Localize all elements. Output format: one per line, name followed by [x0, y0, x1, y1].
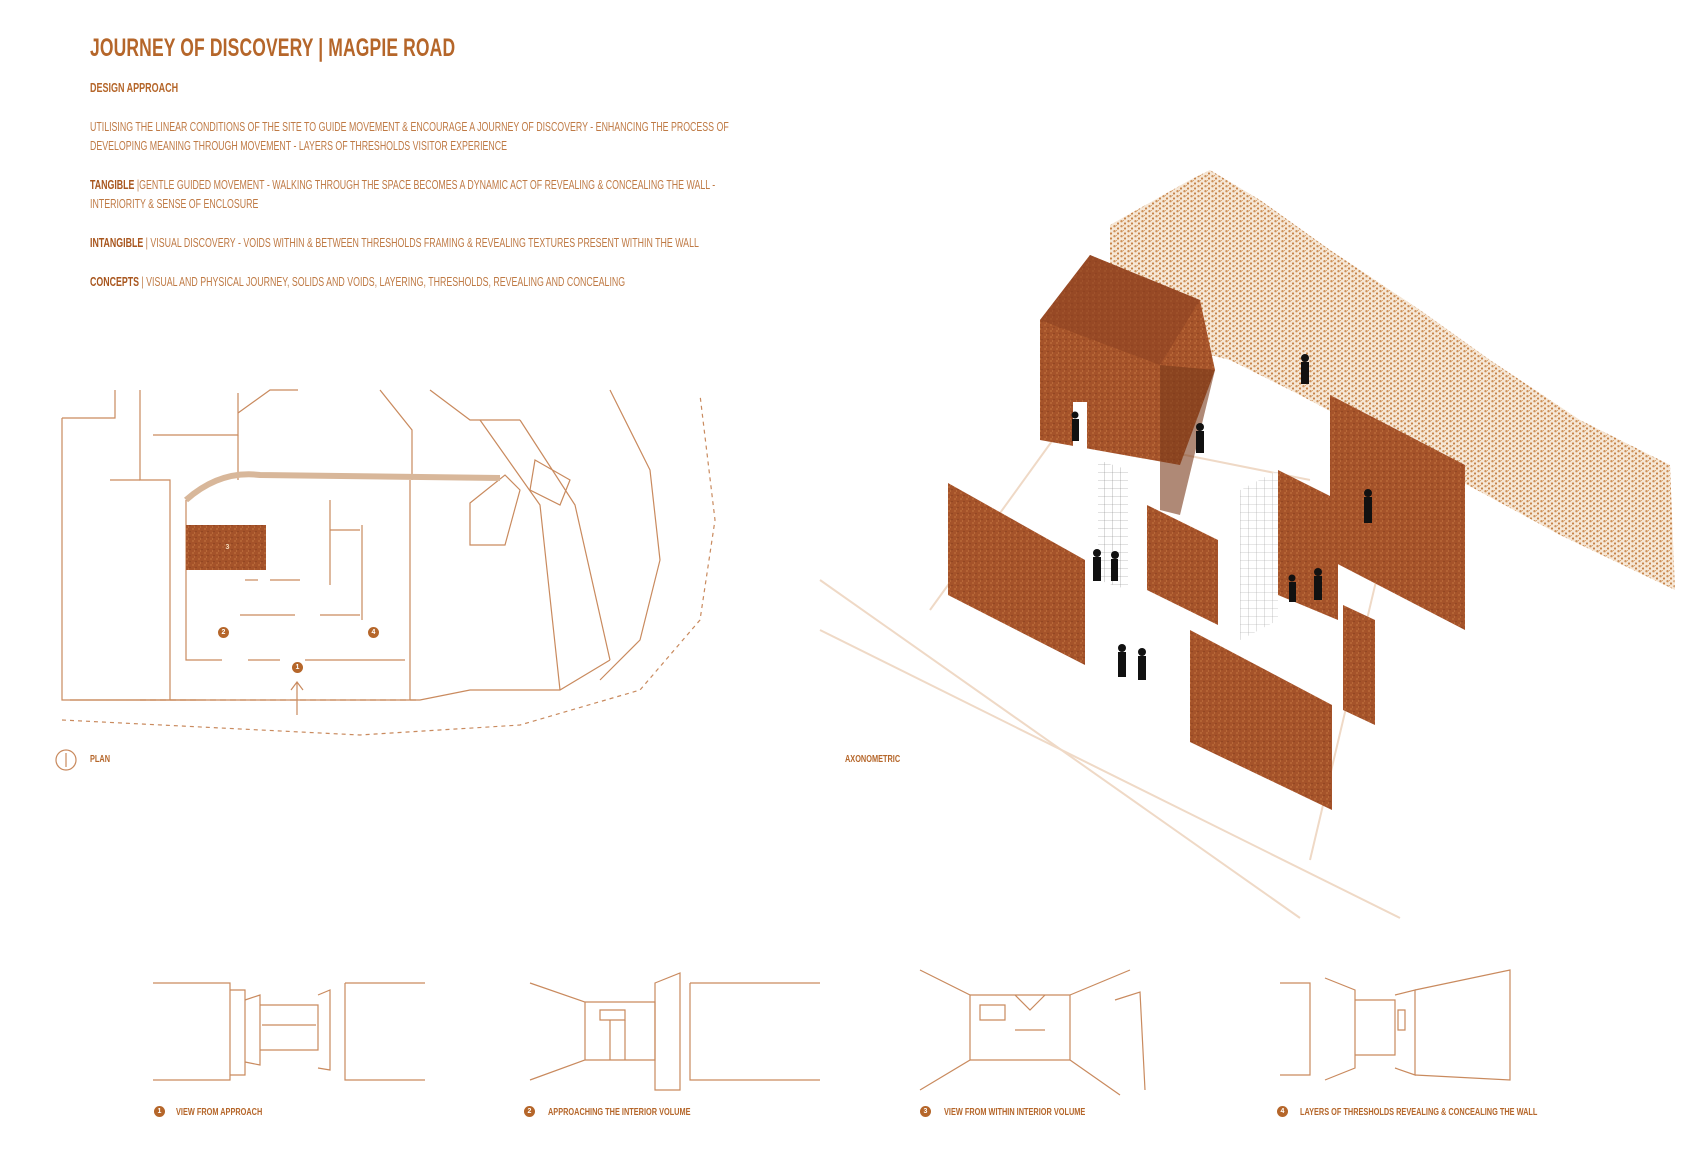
- tangible-paragraph: TANGIBLE |GENTLE GUIDED MOVEMENT - WALKI…: [90, 176, 715, 214]
- plan-marker-3: 3: [225, 544, 230, 551]
- view-4-number: 4: [1277, 1106, 1288, 1117]
- view-3-caption: VIEW FROM WITHIN INTERIOR VOLUME: [944, 1106, 1086, 1118]
- view-2-number: 2: [524, 1106, 535, 1117]
- plan-marker-2: 2: [218, 627, 229, 638]
- view-sketch-2: [529, 972, 820, 1091]
- axonometric-drawing: [819, 170, 1675, 919]
- tangible-label: TANGIBLE: [90, 178, 135, 192]
- view-sketch-3: [919, 969, 1146, 1096]
- plan-marker-1: 1: [292, 662, 303, 673]
- view-1-caption: VIEW FROM APPROACH: [176, 1106, 263, 1118]
- plan-marker-4: 4: [368, 627, 379, 638]
- intro-line-2: DEVELOPING MEANING THROUGH MOVEMENT - LA…: [90, 139, 508, 153]
- plan-interior-volume: [186, 525, 266, 570]
- intangible-text: | VISUAL DISCOVERY - VOIDS WITHIN & BETW…: [143, 236, 699, 250]
- view-2-caption: APPROACHING THE INTERIOR VOLUME: [548, 1106, 691, 1118]
- intangible-paragraph: INTANGIBLE | VISUAL DISCOVERY - VOIDS WI…: [90, 234, 699, 253]
- plan-caption: PLAN: [90, 753, 111, 765]
- view-1-number: 1: [154, 1106, 165, 1117]
- intro-paragraph: UTILISING THE LINEAR CONDITIONS OF THE S…: [90, 118, 729, 156]
- view-3-number: 3: [920, 1106, 931, 1117]
- intro-line-1: UTILISING THE LINEAR CONDITIONS OF THE S…: [90, 120, 729, 134]
- concepts-paragraph: CONCEPTS | VISUAL AND PHYSICAL JOURNEY, …: [90, 273, 625, 292]
- view-sketch-1: [153, 982, 425, 1081]
- concepts-label: CONCEPTS: [90, 275, 139, 289]
- page-title: JOURNEY OF DISCOVERY | MAGPIE ROAD: [90, 34, 456, 62]
- concepts-text: | VISUAL AND PHYSICAL JOURNEY, SOLIDS AN…: [138, 275, 626, 289]
- plan-wall-texture: [184, 471, 501, 503]
- intangible-label: INTANGIBLE: [90, 236, 144, 250]
- axonometric-caption: AXONOMETRIC: [845, 753, 901, 765]
- view-sketch-4: [1280, 969, 1511, 1081]
- tangible-line-1: |GENTLE GUIDED MOVEMENT - WALKING THROUG…: [134, 178, 716, 192]
- north-arrow-icon: [55, 749, 77, 771]
- tangible-line-2: INTERIORITY & SENSE OF ENCLOSURE: [90, 197, 259, 211]
- view-4-caption: LAYERS OF THRESHOLDS REVEALING & CONCEAL…: [1300, 1106, 1538, 1118]
- site-plan: [61, 389, 716, 736]
- section-subtitle: DESIGN APPROACH: [90, 81, 179, 95]
